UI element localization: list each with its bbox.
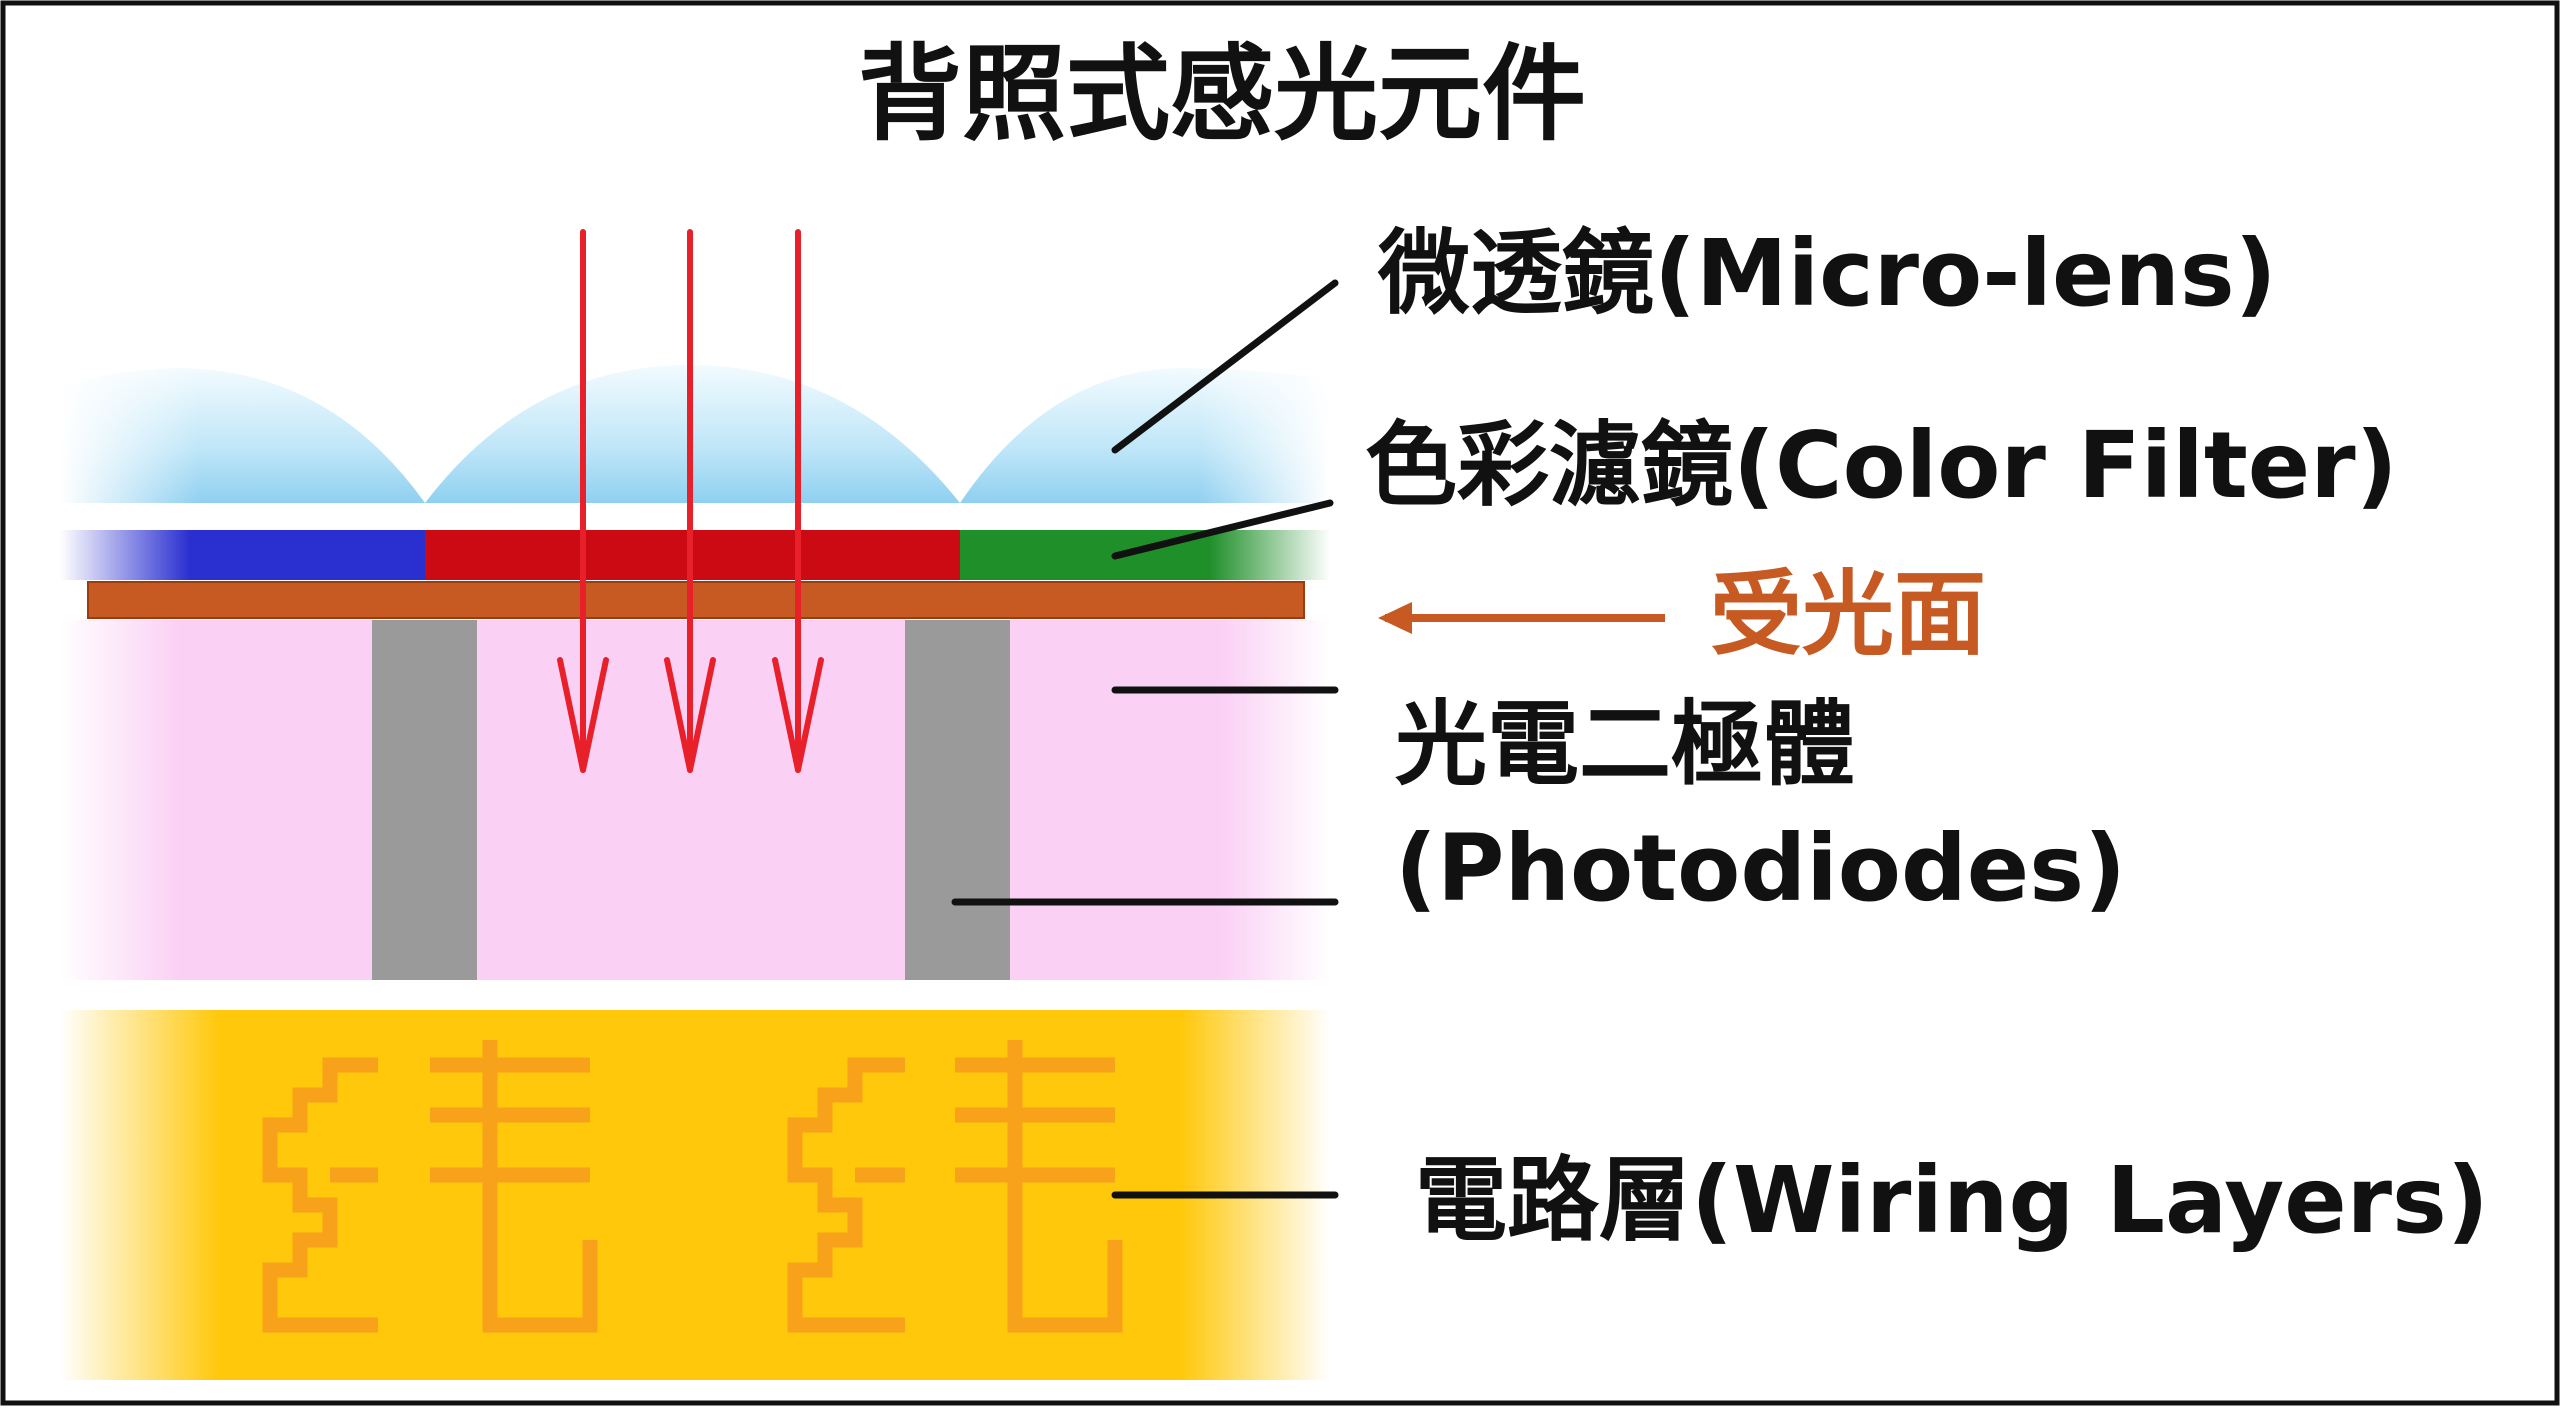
arrow-head-icon — [664, 657, 716, 773]
arrow-left-icon — [1378, 602, 1412, 634]
arrow-head-icon — [772, 657, 824, 773]
arrow-head-icon — [557, 657, 609, 773]
photodiode-region — [60, 620, 1330, 980]
isolation-pillar-left — [372, 620, 477, 980]
light-receiving-surface — [87, 581, 1305, 619]
label-wiring: 電路層(Wiring Layers) — [1415, 1147, 2489, 1254]
label-color-filter: 色彩濾鏡(Color Filter) — [1365, 412, 2398, 519]
isolation-pillar-right — [905, 620, 1010, 980]
leader-micro-lens — [1111, 279, 1339, 454]
leader-color-filter — [1111, 499, 1334, 560]
label-micro-lens: 微透鏡(Micro-lens) — [1377, 220, 2277, 327]
color-filter-layer — [60, 530, 1330, 580]
light-arrows — [557, 229, 824, 773]
leader-lines — [951, 279, 1339, 1199]
diagram-title: 背照式感光元件 — [858, 33, 1586, 155]
label-photodiodes-cn: 光電二極體 — [1395, 691, 1855, 798]
label-photodiodes-en: (Photodiodes) — [1395, 815, 2126, 922]
label-light-surface: 受光面 — [1710, 561, 1986, 668]
light-surface-pointer — [1378, 602, 1665, 634]
wiring-traces — [262, 1040, 1123, 1333]
